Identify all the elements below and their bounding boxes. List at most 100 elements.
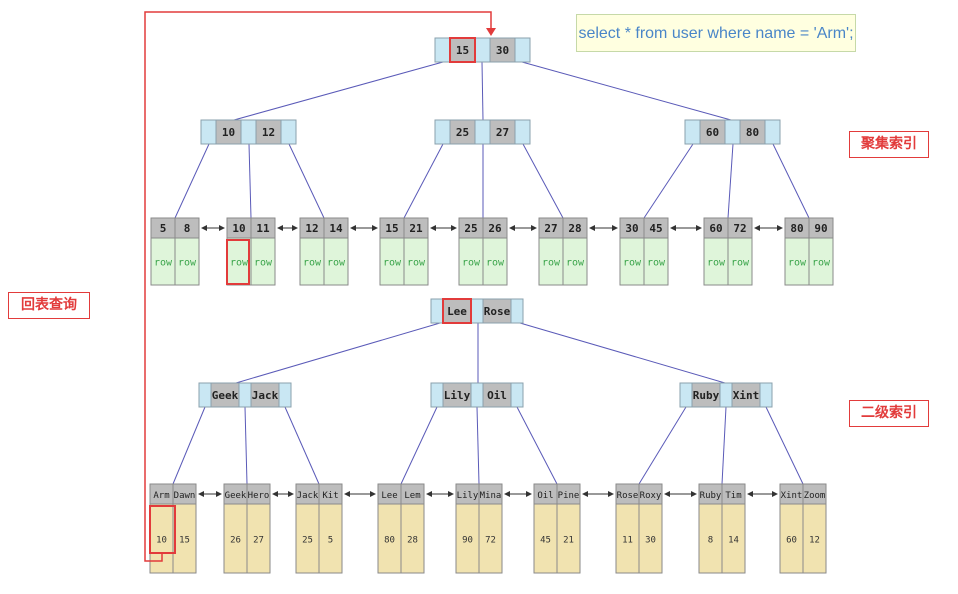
leaf-data-text: row	[254, 258, 273, 269]
node-key-text: 12	[262, 126, 275, 139]
leaf-key-text: Arm	[153, 491, 169, 501]
secondary-index-label: 二级索引	[849, 400, 929, 427]
highlight-overlay	[144, 11, 496, 562]
tree-edge	[721, 406, 727, 485]
node-key-cell	[250, 382, 280, 408]
node-key-cell	[215, 119, 242, 145]
node-pointer-cell	[470, 298, 484, 324]
leaf-data-text: row	[383, 258, 402, 269]
arrow-head	[589, 225, 595, 231]
leaf-data-cell	[643, 237, 669, 286]
node-key-cell	[442, 298, 472, 324]
node-pointer-cell	[684, 119, 701, 145]
leaf-data-cell	[379, 237, 405, 286]
arrow-head	[747, 491, 753, 497]
clustered-index-label: 聚集索引	[849, 131, 929, 158]
node-key-text: 27	[496, 126, 509, 139]
node-pointer-cell	[240, 119, 257, 145]
leaf-data-text: 21	[563, 536, 574, 546]
node-pointer-cell	[278, 382, 292, 408]
leaf-data-text: 72	[485, 536, 496, 546]
arrow-head	[198, 491, 204, 497]
leaf-key-text: 90	[814, 222, 827, 235]
leaf-data-cell	[721, 503, 746, 574]
arrow-head	[504, 491, 510, 497]
leaf-data-cell	[638, 503, 663, 574]
leaf-key-text: 11	[256, 222, 270, 235]
node-key-cell	[482, 382, 512, 408]
arrow-head	[430, 225, 436, 231]
node-pointer-cell	[719, 382, 733, 408]
node-pointer-cell	[724, 119, 741, 145]
node-key-cell	[442, 382, 472, 408]
arrow-head	[526, 491, 532, 497]
leaf-data-text: row	[407, 258, 426, 269]
arrow-head	[612, 225, 618, 231]
leaf-data-text: 11	[622, 536, 633, 546]
lookup-back-label: 回表查询	[8, 292, 90, 319]
tree-edge	[772, 143, 810, 219]
node-pointer-cell	[280, 119, 297, 145]
leaf-key-text: 80	[790, 222, 803, 235]
leaf-key-text: Hero	[248, 491, 270, 501]
leaf-key-text: Lily	[457, 491, 479, 501]
leaf-data-text: row	[486, 258, 505, 269]
leaf-data-text: 28	[407, 536, 418, 546]
leaf-key-text: Rose	[617, 491, 639, 501]
leaf-data-cell	[299, 237, 325, 286]
leaf-data-text: row	[542, 258, 561, 269]
arrow-head	[216, 491, 222, 497]
arrow-head	[292, 225, 298, 231]
node-key-text: Jack	[252, 389, 279, 402]
arrow-head	[754, 225, 760, 231]
node-key-text: Rose	[484, 305, 511, 318]
tree-edge	[481, 61, 484, 121]
leaf-key-text: Xint	[781, 491, 803, 501]
arrow-head	[272, 491, 278, 497]
leaf-key-text: 14	[329, 222, 343, 235]
leaf-data-text: 14	[728, 536, 739, 546]
leaf-data-text: row	[788, 258, 807, 269]
leaf-data-text: 90	[462, 536, 473, 546]
arrow-head	[350, 225, 356, 231]
leaf-key-text: 45	[649, 222, 662, 235]
leaf-data-cell	[318, 503, 343, 574]
arrow-head	[448, 491, 454, 497]
arrow-head	[277, 225, 283, 231]
arrow-head	[370, 491, 376, 497]
leaf-key-text: 72	[733, 222, 746, 235]
tree-edge	[519, 322, 726, 384]
arrow-head	[664, 491, 670, 497]
node-pointer-cell	[514, 119, 531, 145]
sql-query-box: select * from user where name = 'Arm';	[576, 14, 856, 52]
leaf-link-arrow	[589, 225, 618, 231]
leaf-key-text: Mina	[480, 491, 502, 501]
node-key-text: Xint	[733, 389, 760, 402]
arrow-head	[531, 225, 537, 231]
node-key-text: 15	[456, 44, 469, 57]
leaf-data-cell	[808, 237, 834, 286]
leaf-key-text: Ruby	[700, 491, 722, 501]
node-key-text: Lee	[447, 305, 467, 318]
arrow-head	[691, 491, 697, 497]
arrow-head	[426, 491, 432, 497]
tree-edge	[172, 406, 206, 485]
tree-edge	[727, 143, 734, 219]
leaf-link-arrow	[201, 225, 225, 231]
leaf-data-cell	[538, 237, 564, 286]
node-key-text: 80	[746, 126, 759, 139]
tree-edge	[400, 406, 438, 485]
node-pointer-cell	[198, 382, 212, 408]
tree-edge	[284, 406, 320, 485]
